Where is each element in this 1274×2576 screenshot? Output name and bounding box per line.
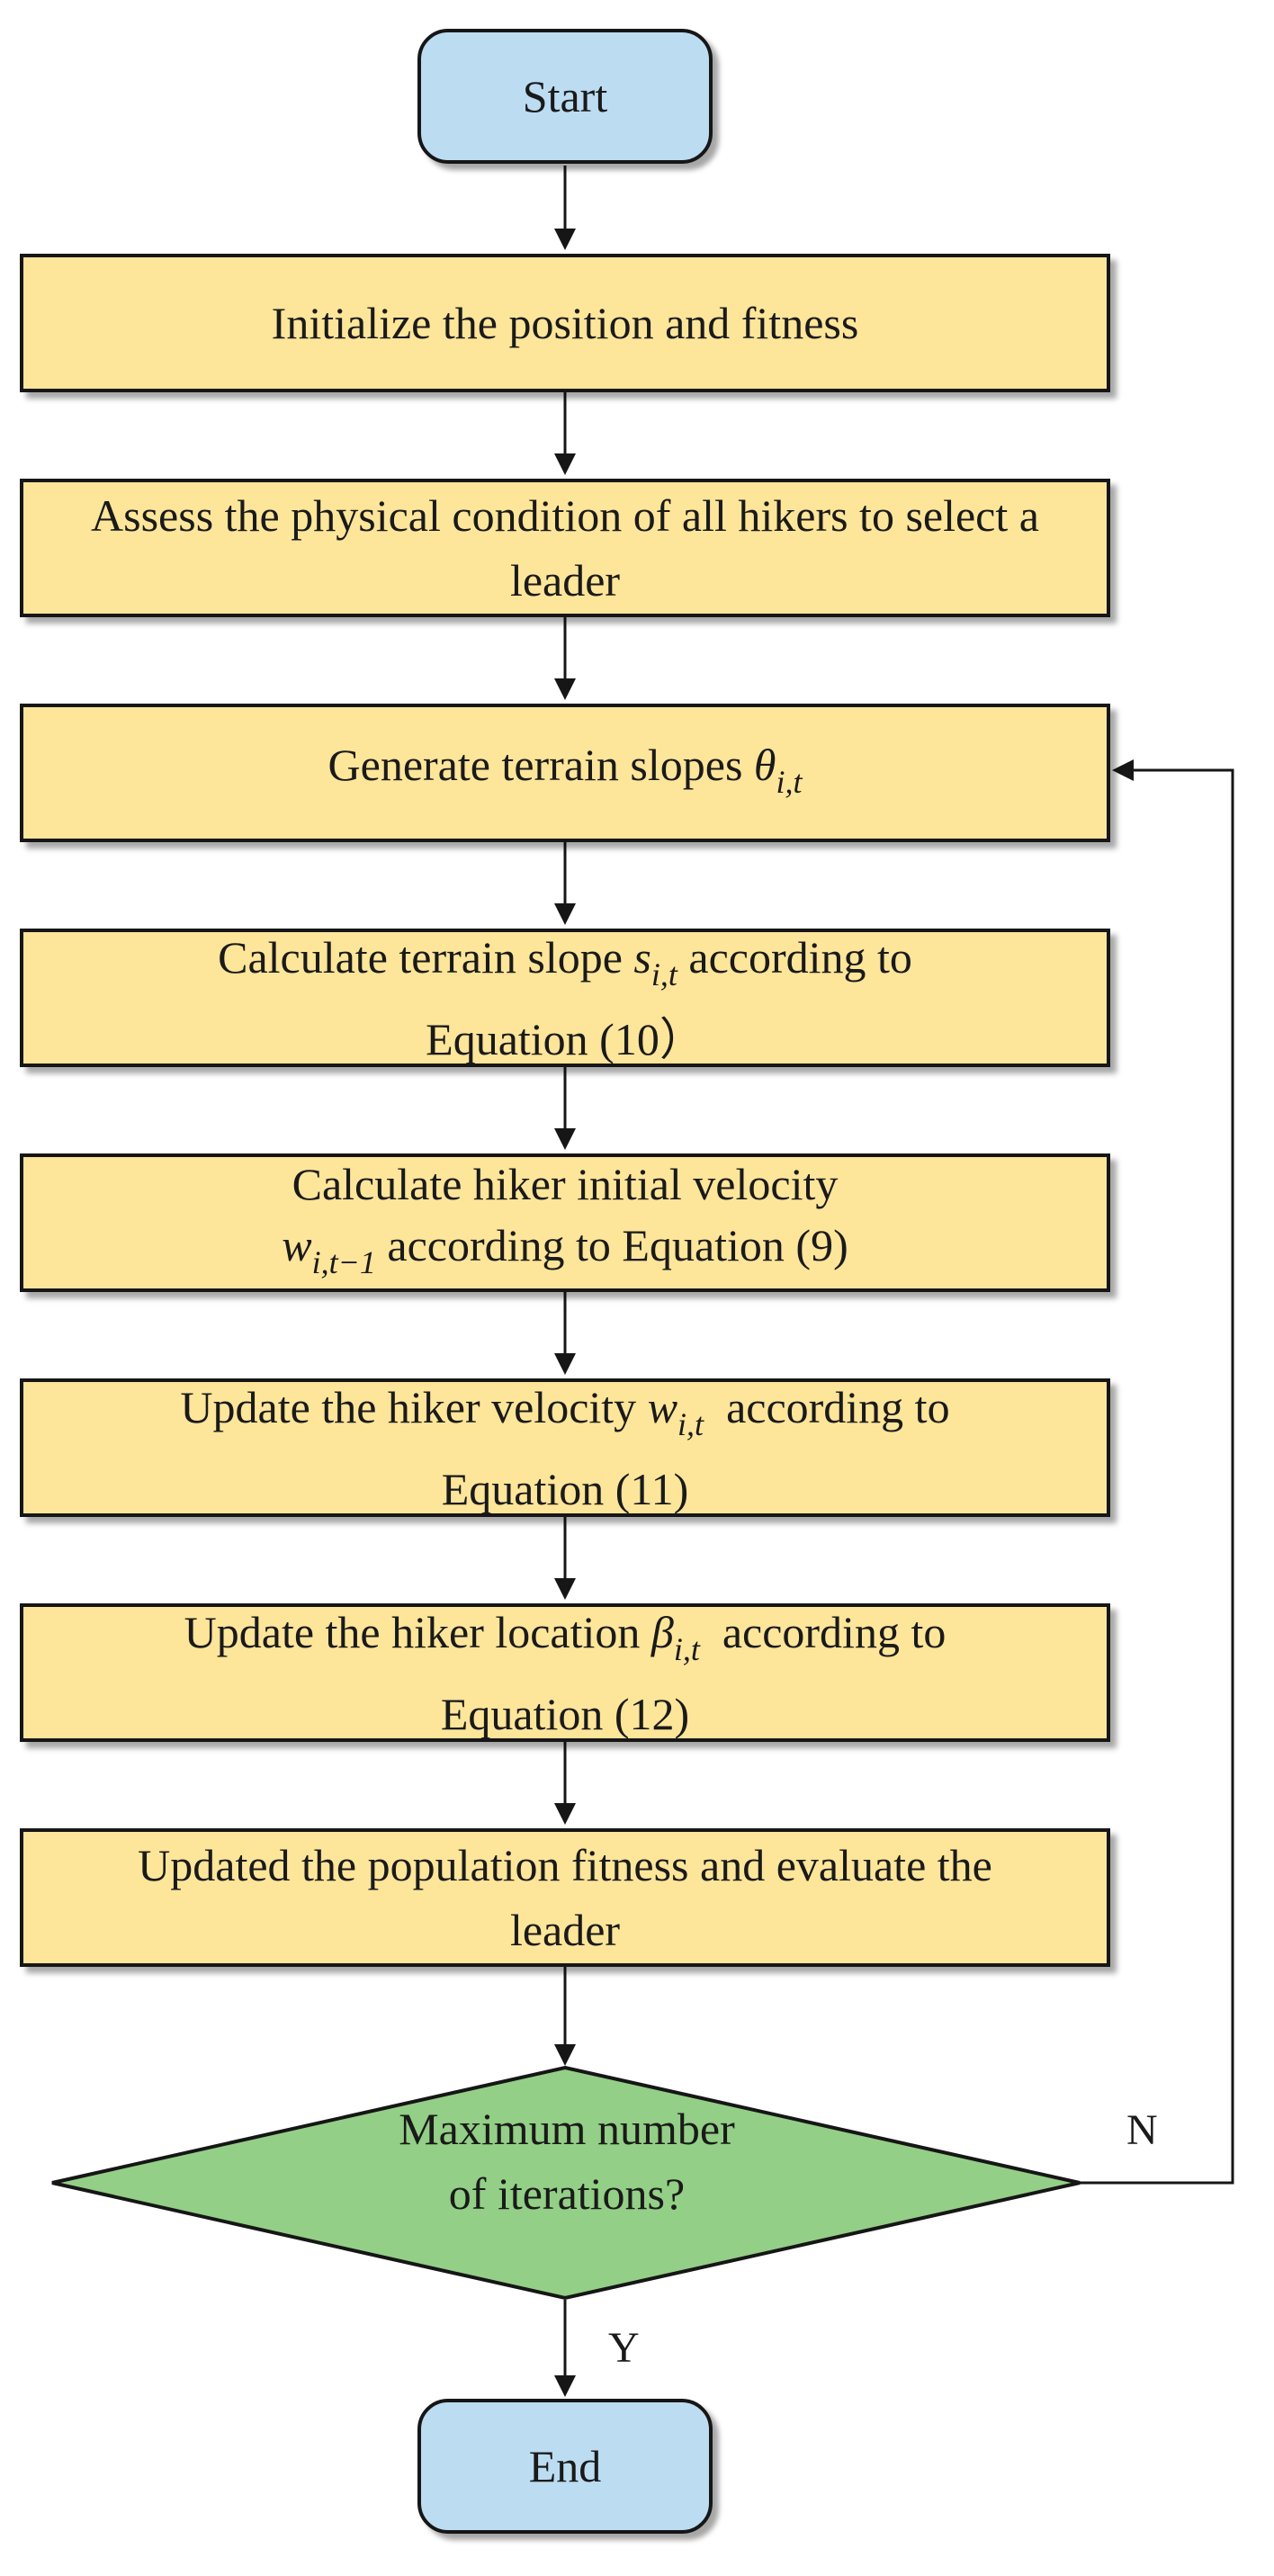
step6-label-a: Update the hiker velocity (180, 1381, 648, 1432)
step-select-leader: Assess the physical condition of all hik… (20, 479, 1110, 617)
no-label: N (1126, 2106, 1158, 2154)
step3-text: Generate terrain slopes θi,t (328, 732, 803, 814)
step4-label-b: according to Equation (10） (426, 931, 912, 1064)
step3-label: Generate terrain slopes (327, 739, 754, 790)
step5-label-b: according to Equation (9) (375, 1219, 848, 1270)
beta-subscript: i,t (673, 1630, 700, 1667)
step6-label-b: according to Equation (11) (441, 1381, 962, 1514)
arrow-loop-no (1080, 768, 1234, 2185)
decision-line1: Maximum number (399, 2104, 735, 2154)
start-label: Start (522, 71, 608, 121)
step6-text: Update the hiker velocity wi,t according… (104, 1375, 1026, 1521)
yes-label: Y (608, 2324, 640, 2372)
decision-line2: of iterations? (448, 2168, 686, 2219)
start-terminal: Start (417, 29, 713, 164)
beta-symbol: β (650, 1606, 674, 1657)
w-subscript-initial: i,t−1 (311, 1243, 376, 1280)
end-terminal: End (417, 2399, 713, 2534)
step5-line2: wi,t−1 according to Equation (9) (282, 1213, 848, 1295)
s-symbol: s (633, 931, 651, 983)
step-update-fitness: Updated the population fitness and evalu… (20, 1828, 1110, 1967)
decision-diamond (51, 2065, 1081, 2301)
step-calculate-slope: Calculate terrain slope si,t according t… (20, 929, 1110, 1067)
theta-symbol: θ (753, 739, 776, 790)
step4-label-a: Calculate terrain slope (218, 931, 634, 983)
w-symbol-initial: w (282, 1219, 312, 1270)
step5-line1: Calculate hiker initial velocity (292, 1158, 839, 1209)
w-subscript: i,t (677, 1405, 704, 1442)
step-initialize: Initialize the position and fitness (20, 254, 1110, 392)
step-update-location: Update the hiker location βi,t according… (20, 1603, 1110, 1742)
step7-label-a: Update the hiker location (184, 1606, 651, 1657)
step-initial-velocity: Calculate hiker initial velocity wi,t−1 … (20, 1153, 1110, 1292)
step-update-velocity: Update the hiker velocity wi,t according… (20, 1378, 1110, 1517)
step7-text: Update the hiker location βi,t according… (104, 1600, 1026, 1746)
step8-label: Updated the population fitness and evalu… (138, 1840, 992, 1955)
step1-label: Initialize the position and fitness (271, 298, 859, 348)
end-label: End (528, 2441, 602, 2491)
step7-label-b: according to Equation (12) (440, 1606, 957, 1739)
step4-text: Calculate terrain slope si,t according t… (140, 925, 990, 1072)
w-symbol: w (647, 1381, 678, 1432)
theta-subscript: i,t (776, 763, 803, 800)
step2-label: Assess the physical condition of all hik… (91, 490, 1039, 606)
s-subscript: i,t (650, 956, 677, 992)
step-generate-slopes: Generate terrain slopes θi,t (20, 704, 1110, 842)
decision-label: Maximum number of iterations? (234, 2096, 900, 2226)
